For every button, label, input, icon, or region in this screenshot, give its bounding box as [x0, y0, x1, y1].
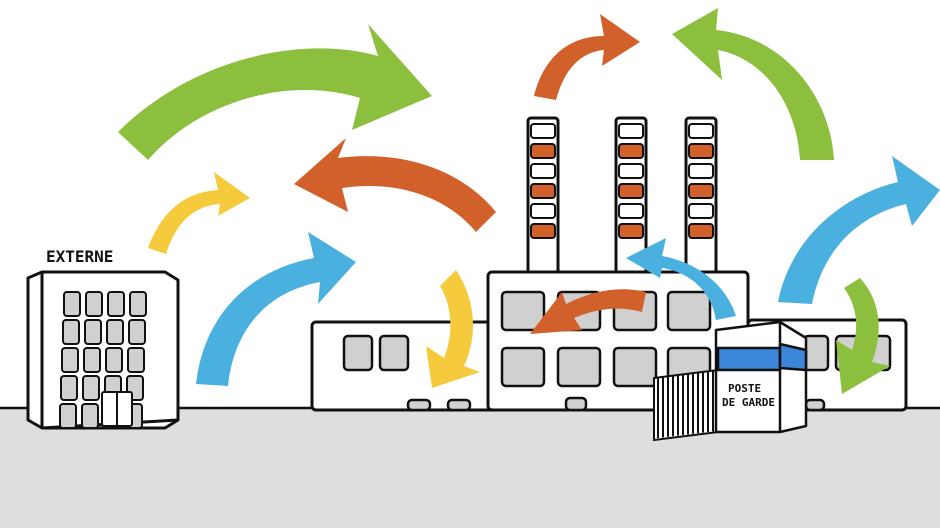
chimney-stripe — [618, 163, 644, 179]
chimney-stripe — [618, 123, 644, 139]
factory-window — [500, 346, 546, 388]
factory-window — [500, 290, 546, 332]
chimney-stripe — [618, 223, 644, 239]
chimney-stripe — [688, 163, 714, 179]
arrow-green-right-down — [836, 278, 890, 394]
arrow-yellow-left — [148, 172, 250, 254]
office-window — [82, 375, 100, 401]
arrow-blue-right — [778, 156, 940, 304]
chimney-stripe — [530, 163, 556, 179]
guard-post-label-2: DE GARDE — [722, 396, 775, 409]
factory-window — [802, 334, 830, 372]
office-window — [85, 291, 103, 317]
arrow-orange-middle — [294, 138, 496, 232]
factory-window — [564, 396, 588, 412]
chimney-stripe — [688, 223, 714, 239]
arrow-orange-lower — [530, 289, 646, 334]
factory-window — [612, 346, 658, 388]
chimney-stripes — [530, 123, 714, 239]
chimney-stripe — [688, 123, 714, 139]
arrow-green-top-right — [672, 8, 834, 160]
guard-sign — [716, 346, 782, 372]
office-window — [83, 347, 101, 373]
arrow-blue-left — [196, 232, 356, 386]
chimney-stripe — [688, 183, 714, 199]
office-window — [60, 375, 78, 401]
chimney-stripe — [530, 183, 556, 199]
office-window — [81, 403, 99, 429]
office-window — [59, 403, 77, 429]
chimney-stripe — [530, 223, 556, 239]
chimney-stripe — [618, 203, 644, 219]
office-window — [129, 291, 147, 317]
factory-window — [406, 398, 432, 412]
office-window — [63, 291, 81, 317]
chimney-stripe — [688, 143, 714, 159]
office-window — [107, 291, 125, 317]
arrow-orange-top — [534, 14, 640, 100]
factory-window — [342, 334, 374, 372]
chimney-stripe — [530, 143, 556, 159]
office-window — [106, 319, 124, 345]
guard-booth-icon — [714, 320, 808, 434]
office-window — [105, 347, 123, 373]
chimney-stripe — [618, 143, 644, 159]
factory-window — [378, 334, 410, 372]
guard-post-label-1: POSTE — [728, 382, 761, 395]
chimney-stripe — [530, 203, 556, 219]
gate-icon — [653, 368, 719, 442]
chimney-stripe — [530, 123, 556, 139]
office-windows — [59, 291, 147, 429]
arrow-yellow-middle — [426, 270, 480, 388]
office-window — [61, 347, 79, 373]
arrow-blue-center — [626, 238, 736, 320]
arrow-green-top-left — [118, 24, 432, 160]
office-window — [127, 347, 145, 373]
office-window — [128, 319, 146, 345]
factory-window — [556, 346, 602, 388]
factory-window — [666, 290, 712, 332]
office-window — [62, 319, 80, 345]
factory-window — [446, 398, 472, 412]
external-label: EXTERNE — [46, 247, 113, 266]
office-window — [84, 319, 102, 345]
chimney-stripe — [688, 203, 714, 219]
factory-window — [804, 398, 826, 412]
chimney-stripe — [618, 183, 644, 199]
